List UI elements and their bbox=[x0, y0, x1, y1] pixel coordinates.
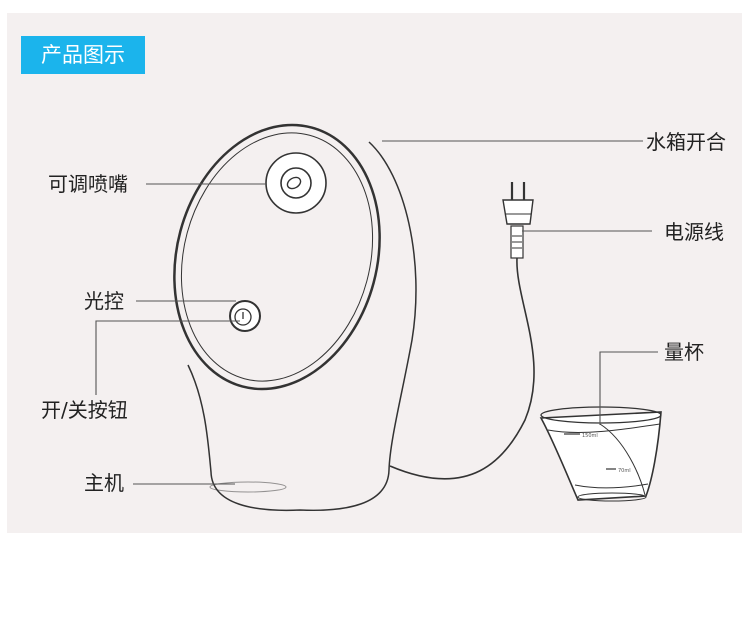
power-button-icon bbox=[229, 300, 261, 332]
cup-mark-lower: 70ml bbox=[618, 468, 631, 474]
label-nozzle: 可调喷嘴 bbox=[48, 172, 128, 196]
main-unit-body bbox=[187, 141, 417, 512]
leader-lines bbox=[95, 140, 658, 485]
cup-mark-upper: 150ml bbox=[582, 433, 598, 439]
label-power-cord: 电源线 bbox=[664, 220, 724, 244]
measuring-cup: 150ml 70ml bbox=[539, 406, 662, 502]
water-tank-lid bbox=[173, 123, 381, 391]
label-tank-cover: 水箱开合 bbox=[646, 130, 726, 154]
label-power-switch: 开/关按钮 bbox=[41, 398, 128, 422]
power-cord bbox=[389, 182, 535, 480]
label-cup: 量杯 bbox=[664, 340, 704, 364]
section-title-badge: 产品图示 bbox=[21, 36, 145, 74]
nozzle-icon bbox=[265, 152, 327, 214]
label-main-unit: 主机 bbox=[84, 471, 124, 495]
label-light: 光控 bbox=[84, 289, 124, 313]
